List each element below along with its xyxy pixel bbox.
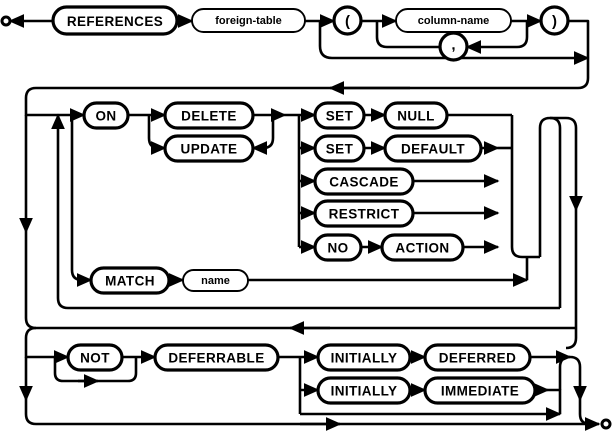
node-action-label: ACTION xyxy=(395,241,449,256)
wire-repeat-rail-up xyxy=(549,116,562,308)
node-comma xyxy=(438,31,469,62)
node-comma-label: , xyxy=(451,37,455,54)
wire-initially-merge-a xyxy=(548,388,562,414)
wire-row2-to-row3-right xyxy=(565,328,578,350)
wire-enter-on xyxy=(24,104,86,122)
wire-comma-loop-left xyxy=(375,21,440,49)
node-match-label: MATCH xyxy=(105,274,155,289)
wire-comma-loop-right xyxy=(465,21,529,54)
wire-update-merge xyxy=(251,115,275,155)
wire-row2-to-row3-left xyxy=(24,326,37,348)
node-restrict-label: RESTRICT xyxy=(329,207,400,222)
node-initially-2-label: INITIALLY xyxy=(331,384,398,399)
node-column-name-label: column-name xyxy=(418,15,490,27)
node-delete-label: DELETE xyxy=(181,109,237,124)
wire-group-repeat-bottom xyxy=(56,232,560,310)
wire-split-to-update xyxy=(147,115,167,155)
wire-action-merge-rail xyxy=(510,115,540,259)
node-set-default-set-label: SET xyxy=(326,142,354,157)
node-foreign-table-label: foreign-table xyxy=(215,15,282,27)
wire-skip-deferrable-bottom xyxy=(24,400,588,426)
wire-initially-merge-down xyxy=(569,355,587,402)
wire-initially-merge-b xyxy=(558,355,571,390)
wire-branch-to-match xyxy=(70,115,93,287)
wire-rparen-exit xyxy=(568,19,590,58)
node-default-label: DEFAULT xyxy=(401,142,465,157)
row-deferrable: NOT DEFERRABLE INITIALLY DEFERRED INITIA… xyxy=(19,343,612,431)
node-update-label: UPDATE xyxy=(181,142,238,157)
node-set-null-set-label: SET xyxy=(326,109,354,124)
node-deferrable-label: DEFERRABLE xyxy=(168,351,264,366)
node-initially-1-label: INITIALLY xyxy=(331,351,398,366)
node-null-label: NULL xyxy=(397,109,435,124)
wire-enter-not xyxy=(24,348,70,364)
wire-paren-group-bypass-left xyxy=(318,21,560,60)
start-marker-icon xyxy=(0,15,12,27)
node-no-label: NO xyxy=(327,241,348,256)
node-not-label: NOT xyxy=(80,351,110,366)
wire-group-exit-rail-b xyxy=(538,116,583,212)
end-marker-icon xyxy=(600,418,612,430)
node-name-label: name xyxy=(201,275,230,287)
row-references: REFERENCES foreign-table ( column-name ,… xyxy=(0,5,590,104)
node-cascade-label: CASCADE xyxy=(329,175,399,190)
node-on-label: ON xyxy=(95,109,116,124)
wire-merge-to-end xyxy=(578,400,591,426)
wire-row1-to-row2 xyxy=(24,58,590,104)
node-rparen-label: ) xyxy=(552,13,557,30)
node-deferred-label: DEFERRED xyxy=(439,351,516,366)
row-on-match: ON DELETE UPDATE SET NULL SET DEFAULT xyxy=(19,101,583,350)
node-references-label: REFERENCES xyxy=(67,14,163,29)
node-lparen-label: ( xyxy=(345,13,350,30)
node-immediate-label: IMMEDIATE xyxy=(441,384,519,399)
